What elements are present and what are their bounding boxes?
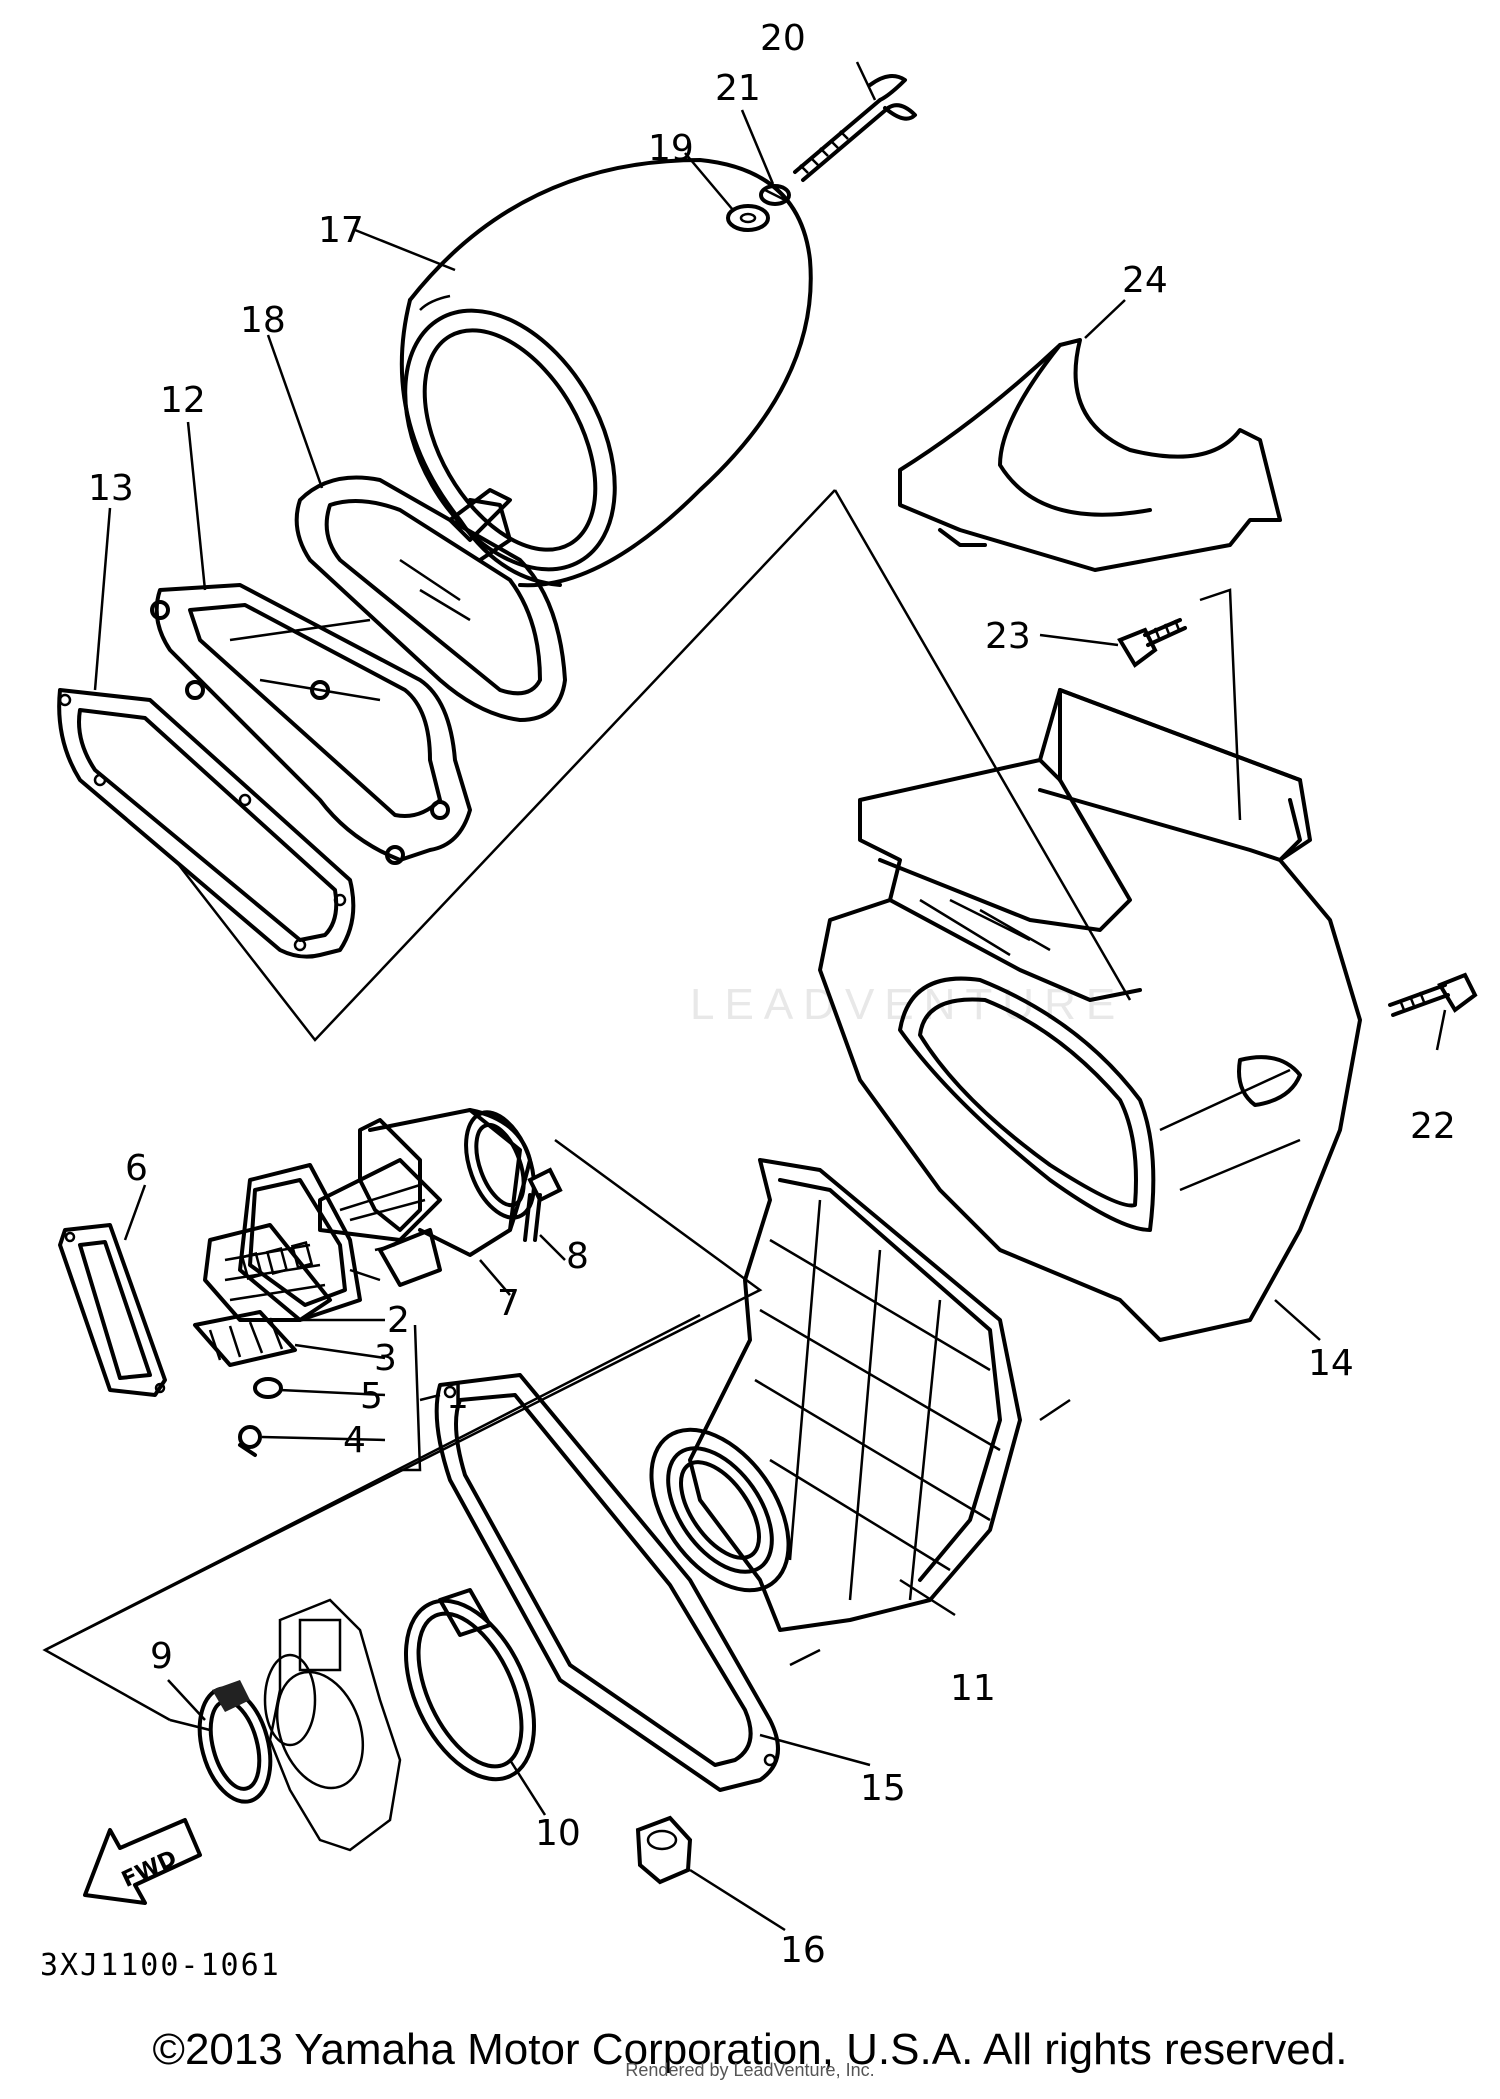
- callout-10: 10: [535, 1813, 581, 1854]
- part-15-plate: [434, 1373, 780, 1792]
- part-17-air-filter: [399, 158, 813, 588]
- callout-9: 9: [150, 1636, 173, 1677]
- part-7-intake-manifold: [318, 1108, 536, 1287]
- fwd-label: FWD: [118, 1846, 181, 1893]
- part-20-wing-bolt: [793, 74, 917, 182]
- callout-24: 24: [1122, 260, 1168, 301]
- forward-arrow-icon: FWD: [83, 1818, 202, 1905]
- part-1-reed-valve-assembly: [203, 1163, 362, 1322]
- callout-11: 11: [950, 1668, 996, 1709]
- callout-14: 14: [1308, 1343, 1354, 1384]
- callout-5: 5: [360, 1376, 383, 1417]
- callout-3: 3: [374, 1338, 397, 1379]
- part-9-clamp: [197, 1680, 273, 1804]
- callout-20: 20: [760, 18, 806, 59]
- diagram-part-code: 3XJ1100-1061: [40, 1948, 281, 1983]
- callout-7: 7: [497, 1283, 520, 1324]
- callout-19: 19: [648, 128, 694, 169]
- part-12-case-cap: [150, 583, 472, 865]
- callout-13: 13: [88, 468, 134, 509]
- part-22-bolt: [1388, 972, 1478, 1017]
- callout-16: 16: [780, 1930, 826, 1971]
- callout-4: 4: [343, 1420, 366, 1461]
- part-11-intake-joint: [649, 1158, 1022, 1632]
- rendered-by-notice: Rendered by LeadVenture, Inc.: [625, 2060, 875, 2080]
- part-16-nut: [635, 1815, 693, 1885]
- callout-21: 21: [715, 68, 761, 109]
- callout-23: 23: [985, 616, 1031, 657]
- callout-18: 18: [240, 300, 286, 341]
- callout-1: 1: [446, 1376, 469, 1417]
- callout-22: 22: [1410, 1106, 1456, 1147]
- part-18-filter-guide: [294, 475, 567, 722]
- callout-6: 6: [125, 1148, 148, 1189]
- part-23-bolt: [1117, 618, 1187, 668]
- callout-17: 17: [318, 210, 364, 251]
- callout-2: 2: [387, 1300, 410, 1341]
- part-24-cover: [898, 338, 1282, 572]
- copyright-notice: ©2013 Yamaha Motor Corporation, U.S.A. A…: [152, 2025, 1348, 2074]
- part-8-bolt: [523, 1167, 563, 1242]
- part-5-washer: [253, 1377, 283, 1399]
- part-13-gasket: [57, 688, 356, 959]
- carburetor: [263, 1598, 402, 1852]
- part-2-reed-petals: [193, 1310, 297, 1367]
- part-4-screw: [238, 1425, 262, 1457]
- callout-12: 12: [160, 380, 206, 421]
- part-14-air-filter-case: [818, 688, 1362, 1342]
- callout-15: 15: [860, 1768, 906, 1809]
- callout-8: 8: [566, 1236, 589, 1277]
- part-10-clamp: [403, 1588, 537, 1782]
- part-19-washer: [726, 204, 770, 232]
- part-6-gasket: [58, 1223, 167, 1397]
